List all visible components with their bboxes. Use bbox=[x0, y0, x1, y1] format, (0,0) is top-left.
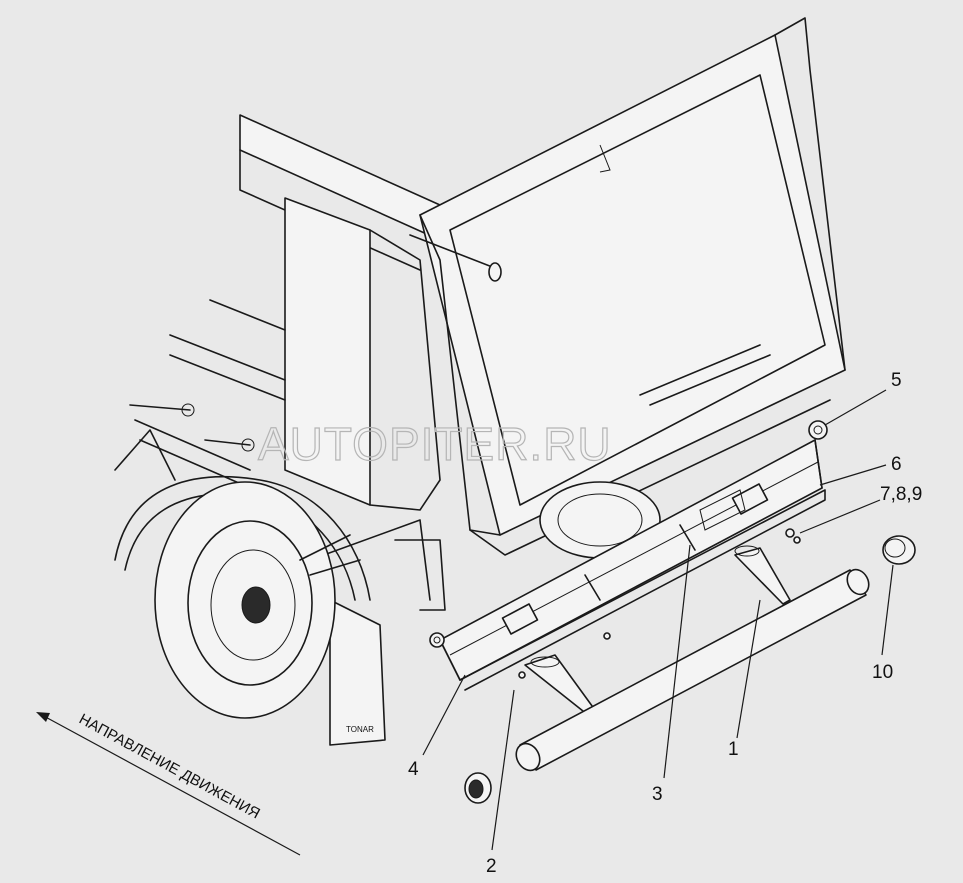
leader-lines bbox=[422, 389, 894, 851]
callout-5: 5 bbox=[891, 370, 902, 391]
callout-10: 10 bbox=[872, 662, 893, 683]
callout-789: 7,8,9 bbox=[880, 484, 922, 505]
callout-6: 6 bbox=[891, 454, 902, 475]
mudflap-logo: TONAR bbox=[346, 725, 374, 734]
callout-labels: 1 2 3 4 5 6 7,8,9 10 bbox=[408, 370, 922, 877]
part-789-fasteners bbox=[518, 528, 801, 679]
callout-3: 3 bbox=[652, 784, 663, 805]
watermark-text: AUTOPITER.RU bbox=[258, 418, 612, 470]
direction-arrow-line bbox=[39, 713, 301, 856]
direction-indicator: НАПРАВЛЕНИЕ ДВИЖЕНИЯ bbox=[36, 711, 301, 856]
wheel-assembly: TONAR bbox=[114, 476, 386, 746]
truck-body bbox=[114, 114, 446, 611]
callout-2: 2 bbox=[486, 856, 497, 877]
direction-label: НАПРАВЛЕНИЕ ДВИЖЕНИЯ bbox=[76, 711, 263, 823]
part-10-plug bbox=[882, 535, 916, 565]
direction-arrowhead-icon bbox=[36, 712, 50, 722]
callout-4: 4 bbox=[408, 759, 419, 780]
part-4-lamp bbox=[429, 632, 445, 648]
callout-1: 1 bbox=[728, 739, 739, 760]
part-5-lamp bbox=[808, 420, 828, 440]
tailgate-frame bbox=[409, 17, 846, 556]
part-1-tube bbox=[515, 568, 870, 772]
part-6-bumper-beam bbox=[439, 439, 826, 691]
part-2-nut bbox=[464, 772, 492, 804]
